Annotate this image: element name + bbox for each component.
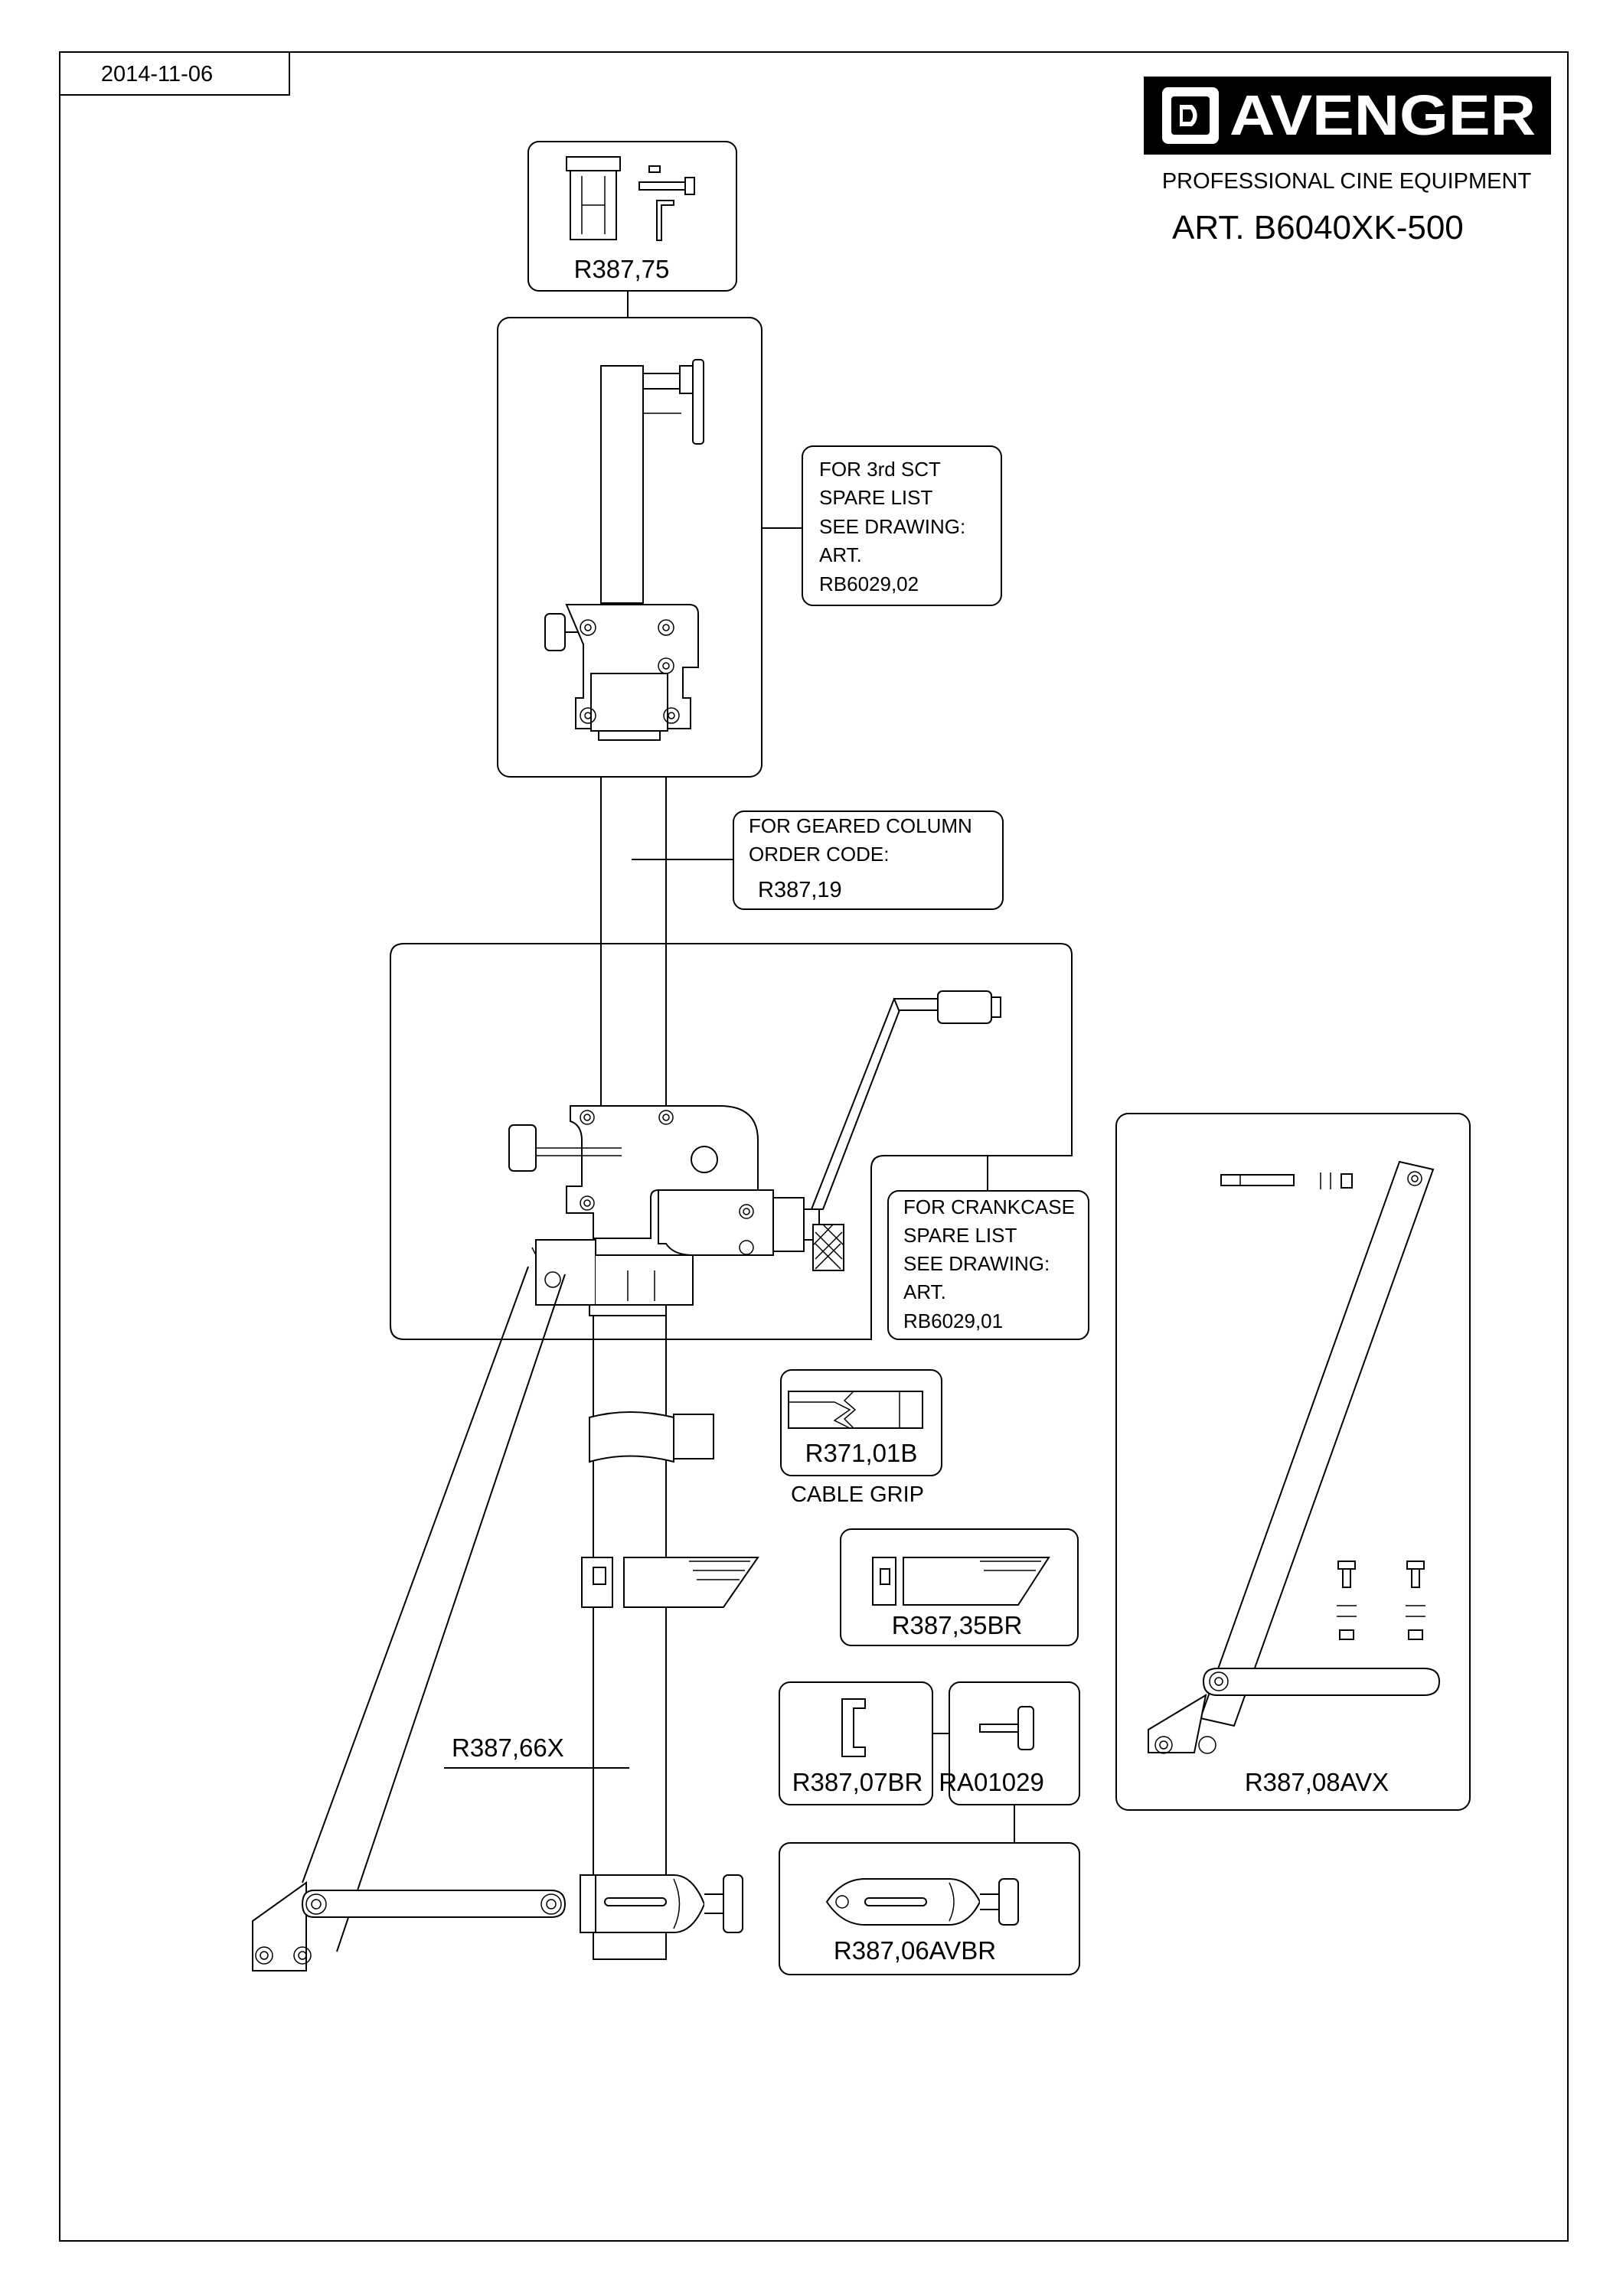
- bracket-icon: [841, 1698, 866, 1757]
- bottom-clamp-drawing: [580, 1874, 743, 1960]
- crankcase-note-box: [887, 1190, 1089, 1340]
- top-adapter-icon: [566, 156, 695, 241]
- crankcase-note-3: SEE DRAWING:: [903, 1252, 1050, 1275]
- third-section-note-3: SEE DRAWING:: [819, 515, 965, 538]
- top-adapter-box: [527, 141, 737, 292]
- bracket-code: R387,07BR: [792, 1768, 923, 1796]
- top-adapter-code: R387,75: [574, 255, 670, 283]
- brace-kit-drawing: [1148, 1160, 1441, 1754]
- drawing-frame: [59, 51, 1569, 2242]
- lower-column: [531, 1247, 759, 1955]
- brand-block: AVENGER: [1144, 77, 1551, 155]
- step-code: R387,35BR: [892, 1611, 1023, 1639]
- cable-grip-code: R371,01B: [805, 1439, 918, 1467]
- crankcase-note-2: SPARE LIST: [903, 1224, 1017, 1247]
- third-section-box: [497, 317, 763, 778]
- crankcase-box: [390, 943, 1073, 1340]
- third-section-note-2: SPARE LIST: [819, 486, 932, 509]
- cable-grip-icon: [788, 1391, 923, 1429]
- geared-column-note-box: [733, 810, 1004, 910]
- crankcase-note-4: ART.: [903, 1280, 946, 1303]
- geared-column-note-3: R387,19: [758, 878, 842, 902]
- geared-column-tubes: [600, 777, 667, 1106]
- third-section-note-4: ART.: [819, 543, 862, 566]
- brace-kit-code: R387,08AVX: [1245, 1768, 1389, 1796]
- third-section-note-5: RB6029,02: [819, 572, 919, 595]
- brace-kit-box: [1115, 1113, 1471, 1811]
- cable-grip-label: CABLE GRIP: [791, 1482, 924, 1507]
- crankcase-drawing: [508, 990, 1001, 1316]
- step-box: [840, 1528, 1079, 1646]
- leg-brace-drawing: [252, 1266, 567, 1971]
- third-section-note-1: FOR 3rd SCT: [819, 458, 941, 481]
- cable-grip-box: [780, 1369, 942, 1476]
- third-section-column: [544, 359, 704, 741]
- step-icon: [872, 1557, 1050, 1606]
- date-label: 2014-11-06: [101, 62, 213, 86]
- bottom-clamp-box: [779, 1842, 1080, 1975]
- bottom-clamp-code: R387,06AVBR: [834, 1936, 996, 1965]
- brand-name: AVENGER: [1229, 83, 1536, 147]
- bracket-box: [779, 1681, 933, 1805]
- knob-code: RA01029: [939, 1768, 1044, 1796]
- bottom-clamp-icon: [825, 1878, 1019, 1926]
- date-box: [59, 51, 290, 96]
- crankcase-note-5: RB6029,01: [903, 1309, 1003, 1332]
- third-section-note-box: [802, 445, 1002, 606]
- geared-column-note-1: FOR GEARED COLUMN: [749, 814, 972, 837]
- avenger-logo-icon: [1162, 87, 1219, 144]
- geared-column-note-2: ORDER CODE:: [749, 843, 889, 866]
- leg-brace-code: R387,66X: [452, 1733, 564, 1762]
- brand-tagline: PROFESSIONAL CINE EQUIPMENT: [1162, 169, 1532, 194]
- knob-icon: [979, 1706, 1034, 1750]
- article-number: ART. B6040XK-500: [1172, 209, 1464, 246]
- crankcase-note-1: FOR CRANKCASE: [903, 1195, 1075, 1218]
